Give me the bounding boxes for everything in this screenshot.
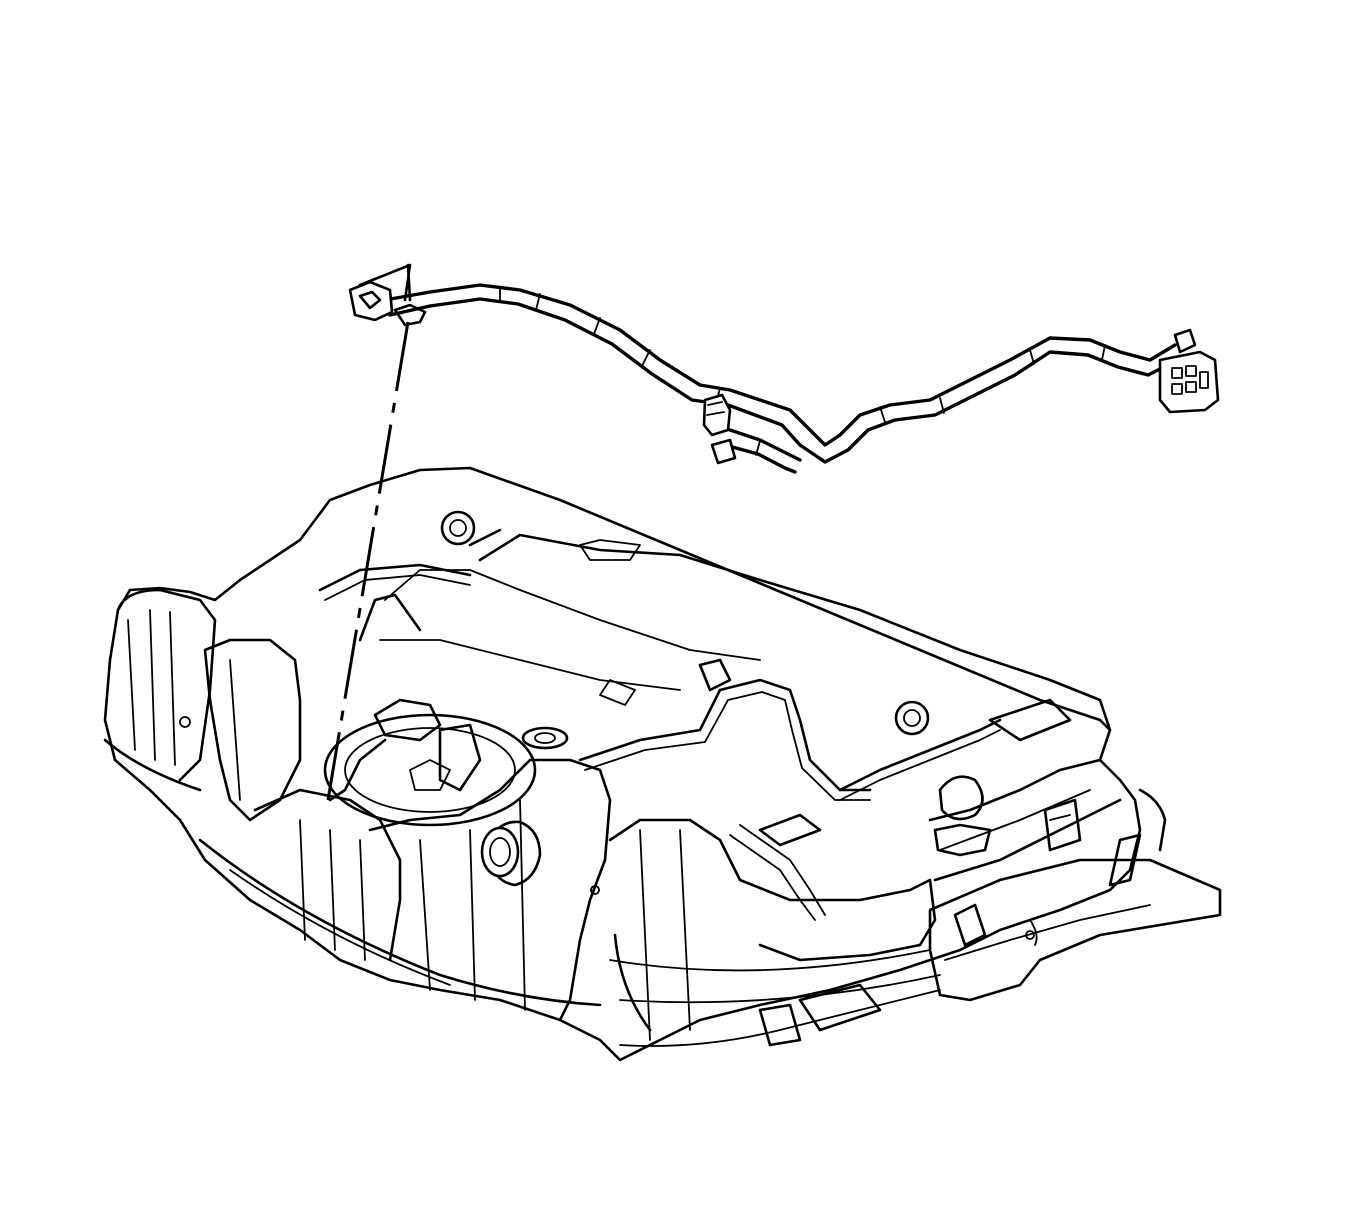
fuel-tank bbox=[103, 466, 1142, 1062]
harness-connector bbox=[1158, 328, 1220, 414]
installation-leader-line bbox=[326, 263, 412, 801]
evap-canister bbox=[933, 698, 1167, 887]
fuel-pump-module bbox=[323, 679, 636, 827]
fuel-filler-neck bbox=[480, 820, 600, 895]
fuel-lines bbox=[318, 563, 1002, 921]
fuel-tank-wiring-harness bbox=[383, 283, 1180, 474]
harness-connector-pump bbox=[348, 263, 427, 327]
harness-clip bbox=[702, 393, 737, 465]
lower-shield bbox=[758, 858, 1222, 1047]
heat-shield bbox=[358, 510, 1112, 736]
